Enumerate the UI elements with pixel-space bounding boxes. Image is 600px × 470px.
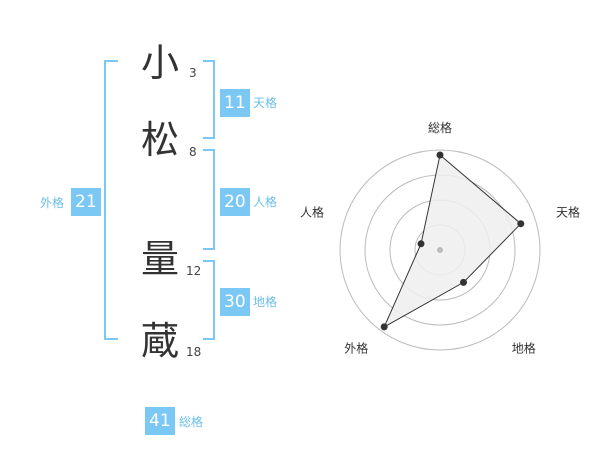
radar-series-area <box>383 154 522 329</box>
gaikaku-label: 外格 <box>40 196 65 210</box>
jinkaku-label: 人格 <box>253 195 278 209</box>
chikaku-bracket <box>203 260 215 340</box>
chikaku-label: 地格 <box>253 295 278 309</box>
radar-point-5 <box>417 240 425 248</box>
radar-point-1 <box>436 151 444 159</box>
name-char-3: 量 <box>140 237 179 281</box>
soukaku-value: 41 <box>145 407 175 435</box>
radar-point-4 <box>380 323 388 331</box>
name-char-4: 蔵 <box>140 319 179 363</box>
name-char-1: 小 <box>140 41 179 85</box>
tenkaku-value: 11 <box>220 89 250 117</box>
stroke-count-4: 18 <box>186 345 202 359</box>
radar-axis-label-2: 天格 <box>556 204 580 219</box>
gaikaku-bracket <box>104 60 118 340</box>
jinkaku-bracket <box>203 149 215 250</box>
radar-axis-label-4: 外格 <box>344 341 368 356</box>
stroke-count-1: 3 <box>189 66 197 80</box>
tenkaku-bracket <box>203 60 215 139</box>
tenkaku-label: 天格 <box>253 96 278 110</box>
radar-axis-label-3: 地格 <box>512 341 536 356</box>
radar-point-3 <box>460 278 467 286</box>
chikaku-value: 30 <box>220 288 250 316</box>
radar-axis-label-1: 総格 <box>428 120 452 135</box>
radar-center-dot <box>437 247 443 253</box>
gaikaku-value: 21 <box>71 188 101 216</box>
radar-axis-label-5: 人格 <box>300 204 324 219</box>
stroke-count-3: 12 <box>186 264 202 278</box>
stroke-count-2: 8 <box>189 145 197 159</box>
radar-grid-ring <box>339 149 541 351</box>
jinkaku-value: 20 <box>220 188 250 216</box>
radar-point-2 <box>517 220 525 228</box>
soukaku-label: 総格 <box>179 415 204 429</box>
name-char-2: 松 <box>140 118 179 162</box>
